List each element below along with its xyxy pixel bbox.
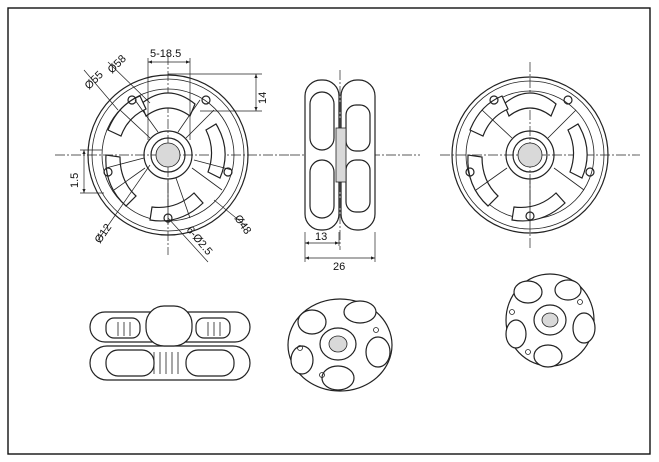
drawing-frame [7, 7, 651, 455]
dim-d12: Ø12 [93, 222, 115, 246]
top-view [89, 305, 251, 381]
front-view [55, 55, 290, 255]
dim-offset: 5-18.5 [150, 48, 181, 60]
side-view: 13 26 [290, 70, 420, 273]
dim-26: 26 [333, 261, 345, 273]
dim-14: 14 [257, 92, 269, 104]
dim-d48: Ø48 [232, 213, 254, 237]
dim-13: 13 [315, 231, 327, 243]
dim-d58: Ø58 [106, 53, 129, 76]
front-mounting-holes [103, 95, 233, 223]
isometric-view-left [287, 298, 393, 392]
isometric-view-right [505, 273, 596, 368]
front-spokes [105, 99, 233, 224]
dim-1-5: 1.5 [69, 173, 81, 188]
rear-view [440, 62, 640, 248]
